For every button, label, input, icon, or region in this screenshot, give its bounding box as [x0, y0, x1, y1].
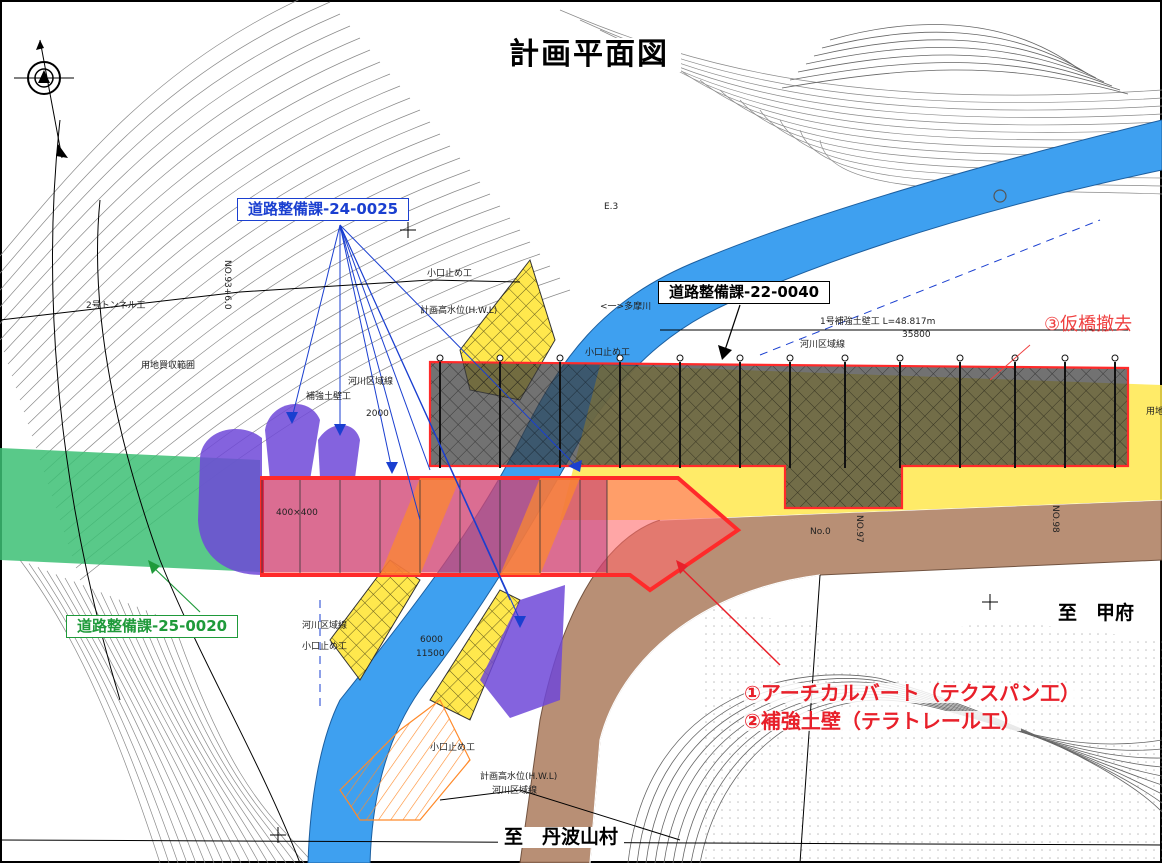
destination-tabayama: 至 丹波山村	[498, 827, 625, 848]
label-small-stop: 小口止め工	[302, 642, 348, 652]
wall-post-marker	[1111, 354, 1119, 362]
label-survey-point: E.3	[604, 202, 619, 212]
cross-markers	[270, 222, 998, 843]
label-river-area: 河川区域線	[492, 786, 538, 796]
green-band	[0, 448, 260, 572]
drawing-lines	[0, 119, 1162, 863]
wall-posts	[436, 354, 1119, 468]
wall-post-marker	[676, 354, 684, 362]
work-label-25-0020: 道路整備課-25-0020	[66, 615, 239, 638]
note-reinforced-wall: ②補強土壁（テラトレール工）	[744, 709, 1021, 733]
label-dimension: 2000	[366, 409, 389, 419]
label-small-stop: 小口止め工	[430, 743, 476, 753]
label-dimension: 6000	[420, 635, 443, 645]
wall-post-marker	[956, 354, 964, 362]
wall-post-marker	[736, 354, 744, 362]
label-river-area: 河川区域線	[348, 377, 394, 387]
note-arch-culvert: ①アーチカルバート（テクスパン工）	[744, 681, 1081, 705]
wall-post-marker	[556, 354, 564, 362]
note-temporary-bridge-removal: ③仮橋撤去	[1044, 314, 1133, 335]
label-station: NO.98	[1050, 505, 1060, 533]
slope-dots	[700, 600, 1162, 863]
orange-slope	[339, 699, 471, 821]
label-flood-level: 計画高水位(H.W.L)	[480, 772, 558, 782]
label-reinforced-wall: 補強土壁工	[306, 392, 352, 402]
wall-post-marker	[436, 354, 444, 362]
green-leader	[151, 565, 201, 613]
blue-arrowheads	[286, 412, 582, 628]
purple-blob-3	[318, 425, 360, 478]
north-arrow-icon	[14, 39, 74, 159]
purple-blob-2	[265, 403, 320, 480]
blue-leaders	[291, 224, 579, 621]
label-river-name: <一>多摩川	[600, 302, 652, 312]
label-arch-spec: 400×400	[276, 508, 318, 518]
label-small-stop: 小口止め工	[427, 269, 473, 279]
work-label-22-0040: 道路整備課-22-0040	[658, 281, 831, 304]
label-flood-level: 計画高水位(H.W.L)	[420, 306, 498, 316]
work-label-24-0025: 道路整備課-24-0025	[237, 198, 410, 221]
label-small-stop: 小口止め工	[585, 348, 631, 358]
wall-post-marker	[1061, 354, 1069, 362]
label-river-area: 河川区域線	[302, 621, 348, 631]
wall-post-marker	[616, 354, 624, 362]
wall-post-marker	[496, 354, 504, 362]
label-dimension: 35800	[902, 330, 931, 340]
arch-segments	[261, 480, 608, 573]
label-dimension: 11500	[416, 649, 445, 659]
drawing-title: 計画平面図	[497, 38, 681, 72]
label-land: 用地	[1146, 407, 1162, 417]
survey-point	[993, 189, 1007, 203]
wall-post-marker	[786, 354, 794, 362]
red-leader-2	[989, 344, 1031, 381]
destination-kofu: 至 甲府	[1052, 603, 1141, 624]
red-leader	[677, 564, 781, 666]
label-river-area: 河川区域線	[800, 340, 846, 350]
label-land-acquisition: 用地買収範囲	[141, 361, 196, 371]
purple-blob-south	[480, 585, 565, 718]
dashed-lines	[319, 219, 1101, 710]
label-tunnel: 2号トンネル工	[86, 301, 146, 311]
wall-post-marker	[841, 354, 849, 362]
label-station: NO.97	[854, 515, 864, 543]
purple-blob-west	[198, 429, 262, 575]
label-station: NO.93+6.0	[222, 260, 232, 310]
wall-post-marker	[896, 354, 904, 362]
black-leader	[724, 304, 741, 351]
label-point: No.0	[810, 527, 831, 537]
label-reinforced-wall-length: 1号補強土壁工 L=48.817m	[820, 317, 936, 327]
